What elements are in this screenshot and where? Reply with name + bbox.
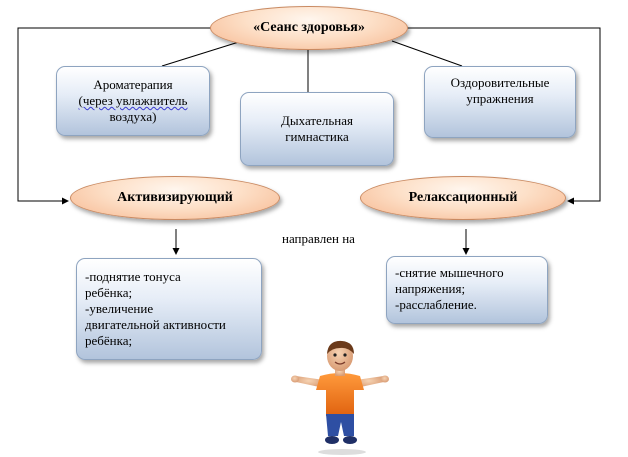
method-breath-line-2: гимнастика xyxy=(285,129,349,144)
method-exercise-line-2: упражнения xyxy=(466,91,534,106)
goal-active-line-3: -увеличение xyxy=(85,301,154,316)
goal-box-active: -поднятие тонуса ребёнка; -увеличение дв… xyxy=(76,258,262,360)
method-aroma-line-1: Ароматерапия xyxy=(93,77,173,92)
title-oval: «Сеанс здоровья» xyxy=(210,6,408,50)
method-box-breathing: Дыхательная гимнастика xyxy=(240,92,394,166)
method-exercise-line-1: Оздоровительные xyxy=(450,75,550,90)
goal-relax-line-1: -снятие мышечного xyxy=(395,265,504,280)
method-box-exercise: Оздоровительные упражнения xyxy=(424,66,576,138)
goal-active-line-4: двигательной активности xyxy=(85,317,226,332)
method-aroma-line-3: воздуха) xyxy=(109,109,157,124)
connector-title-aroma xyxy=(161,40,243,67)
connector-left-frame xyxy=(17,27,212,205)
method-aroma-line-2: (через увлажнитель xyxy=(78,93,188,108)
goal-relax-line-2: напряжения; xyxy=(395,281,466,296)
goal-box-relax: -снятие мышечного напряжения; -расслабле… xyxy=(386,256,548,324)
title-text: «Сеанс здоровья» xyxy=(253,20,365,35)
method-breath-line-1: Дыхательная xyxy=(281,113,353,128)
type-oval-relax: Релаксационный xyxy=(360,176,566,220)
type-relax-label: Релаксационный xyxy=(408,190,518,205)
connector-title-exercise xyxy=(391,40,463,67)
boy-figure-icon xyxy=(291,340,389,455)
type-active-label: Активизирующий xyxy=(117,190,233,205)
goal-active-line-2: ребёнка; xyxy=(85,285,133,300)
type-oval-active: Активизирующий xyxy=(70,176,280,220)
connector-right-frame xyxy=(404,27,601,205)
method-box-aromatherapy: Ароматерапия (через увлажнитель воздуха) xyxy=(56,66,210,136)
goal-active-line-5: ребёнка; xyxy=(85,333,133,348)
connector-label: направлен на xyxy=(282,231,355,246)
goal-active-line-1: -поднятие тонуса xyxy=(85,269,181,284)
goal-relax-line-3: -расслабление. xyxy=(395,297,477,312)
